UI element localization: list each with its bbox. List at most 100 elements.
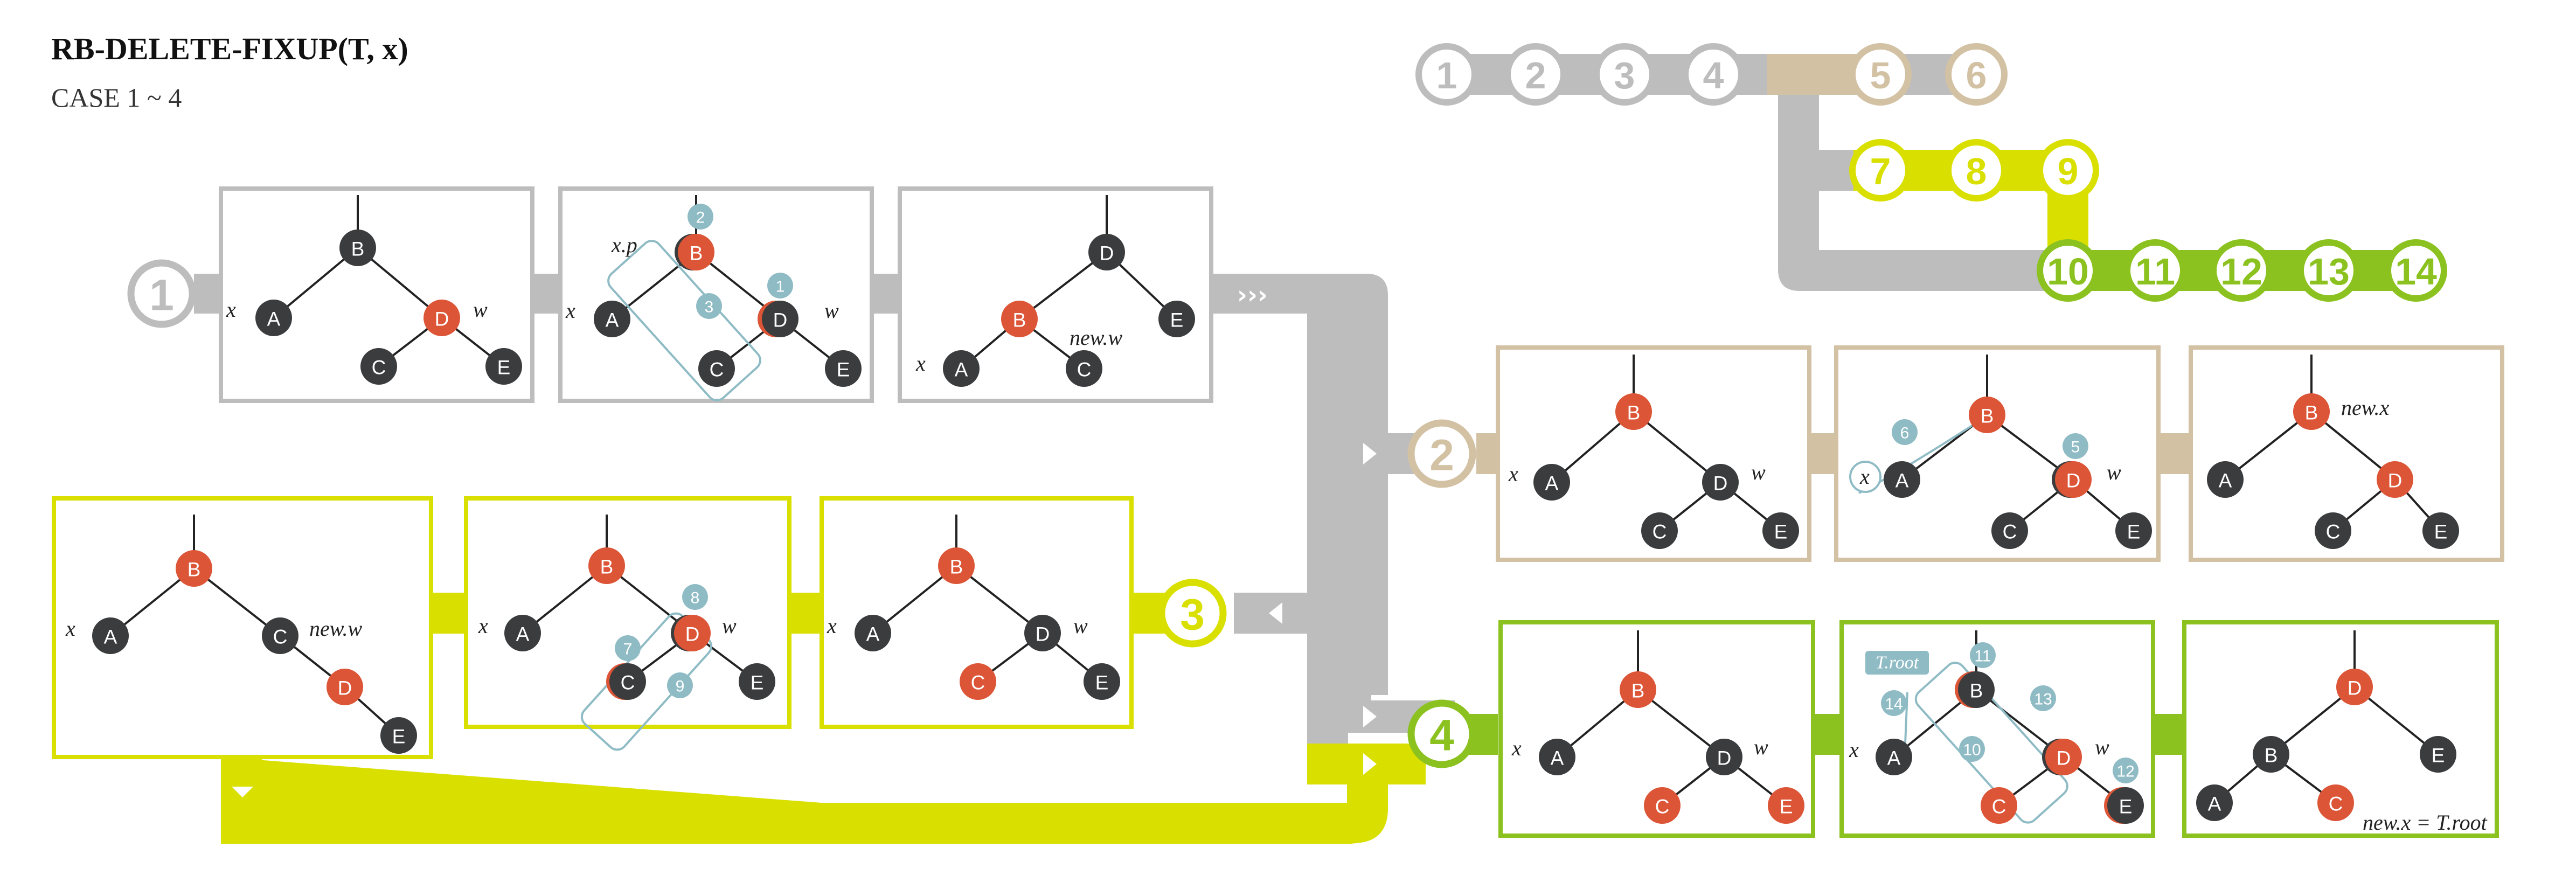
label-w: w (2107, 460, 2121, 484)
case2-connector-3 (2158, 433, 2191, 474)
svg-text:B: B (2305, 402, 2318, 424)
label-x: x (1859, 464, 1870, 489)
x-marker (1849, 461, 1881, 493)
node-e (1768, 787, 1804, 824)
gray-trunk (1307, 274, 1348, 753)
node-a (1533, 464, 1570, 501)
svg-text:D: D (2066, 470, 2081, 492)
node-a (504, 615, 541, 651)
case-badges: 1 2 3 4 (127, 259, 1476, 768)
node-c (2317, 784, 2354, 821)
case2-connector-2 (1809, 433, 1836, 474)
label-w: w (2095, 735, 2109, 759)
node-d (2336, 669, 2373, 705)
svg-text:A: A (955, 359, 968, 381)
svg-text:A: A (104, 626, 117, 648)
legend-step-9-label: 9 (2058, 150, 2079, 192)
op-badge-6 (1892, 419, 1918, 445)
svg-text:5: 5 (2071, 439, 2080, 456)
case4-panel3-nodes: D B E A C new.x = T.root (2196, 669, 2488, 835)
label-w: w (1754, 735, 1768, 759)
svg-text:C: C (1992, 796, 2006, 818)
legend-step-12-label: 12 (2220, 251, 2262, 293)
node-e (485, 348, 522, 385)
svg-text:A: A (1895, 470, 1909, 492)
case4-connector-2 (1814, 714, 1842, 755)
case-2-badge (1407, 419, 1476, 488)
node-e (380, 717, 417, 754)
svg-text:B: B (1627, 402, 1641, 424)
flow-connectors: ››› (194, 274, 2191, 844)
svg-text:D: D (1713, 473, 1728, 495)
legend-step-6 (1945, 43, 2008, 106)
svg-text:D: D (338, 677, 352, 699)
legend-step-13-label: 13 (2308, 251, 2350, 293)
legend-step-1 (1415, 43, 1478, 106)
svg-text:A: A (1887, 747, 1901, 769)
node-a (1876, 739, 1912, 775)
svg-text:D: D (435, 308, 449, 330)
svg-text:A: A (866, 623, 880, 645)
svg-text:E: E (837, 359, 850, 381)
svg-text:A: A (267, 308, 281, 330)
legend-step-13 (2297, 239, 2360, 302)
label-w: w (1751, 460, 1766, 484)
legend-gray-branch (1778, 95, 2047, 291)
arrow-down-icon (232, 787, 253, 797)
svg-text:E: E (2127, 521, 2141, 543)
node-b (678, 234, 714, 270)
node-a (2196, 784, 2233, 821)
label-x: x (65, 616, 75, 641)
svg-text:14: 14 (1885, 696, 1903, 713)
label-x: x (827, 614, 837, 638)
label-x: x (1511, 736, 1522, 760)
node-e (1084, 663, 1120, 700)
legend-step-10 (2037, 239, 2099, 302)
svg-text:C: C (372, 357, 386, 379)
gray-main-pipe (1212, 274, 1388, 723)
svg-text:C: C (2329, 793, 2343, 815)
node-c (1641, 512, 1678, 549)
svg-text:1: 1 (776, 278, 785, 296)
case1-panel3-nodes: D B E A C x new.w (915, 234, 1195, 387)
svg-text:2: 2 (696, 209, 705, 227)
svg-text:B: B (1631, 680, 1645, 702)
node-d (423, 300, 460, 336)
svg-text:E: E (1170, 309, 1184, 331)
case1-connector-2 (532, 274, 562, 314)
case-1-label: 1 (149, 271, 174, 320)
label-w: w (722, 614, 737, 638)
node-c (698, 350, 735, 387)
node-d (2377, 461, 2413, 498)
node-c (609, 663, 646, 700)
svg-text:B: B (351, 238, 365, 260)
node-b (588, 547, 625, 584)
svg-text:9: 9 (676, 678, 685, 696)
node-e (2420, 736, 2456, 773)
legend-step-14-label: 14 (2395, 251, 2437, 293)
case-1-badge (127, 259, 196, 328)
svg-text:C: C (273, 626, 288, 648)
node-d (1088, 234, 1125, 270)
svg-text:D: D (2388, 470, 2403, 492)
svg-text:A: A (2219, 470, 2232, 492)
troot-tag (1865, 651, 1929, 675)
case2-panel3-nodes: B A D C E new.x (2207, 393, 2459, 549)
case2-panel2-nodes: B A D C E x w 6 5 (1849, 397, 2152, 549)
diagram-subtitle: CASE 1 ~ 4 (51, 82, 182, 113)
op-badge-7 (615, 635, 641, 661)
legend-step-12 (2210, 239, 2273, 302)
label-w: w (1073, 614, 1088, 638)
svg-text:A: A (2208, 793, 2221, 815)
legend-step-3-label: 3 (1614, 54, 1635, 96)
arrow-right-icon (1363, 706, 1377, 727)
svg-text:B: B (2265, 745, 2278, 767)
legend-step-2-label: 2 (1525, 54, 1546, 96)
svg-text:A: A (516, 623, 530, 645)
label-x: x (565, 298, 575, 323)
node-a (594, 301, 630, 337)
legend-step-3 (1593, 43, 1656, 106)
node-e (825, 350, 862, 387)
legend-step-4-label: 4 (1703, 54, 1724, 96)
